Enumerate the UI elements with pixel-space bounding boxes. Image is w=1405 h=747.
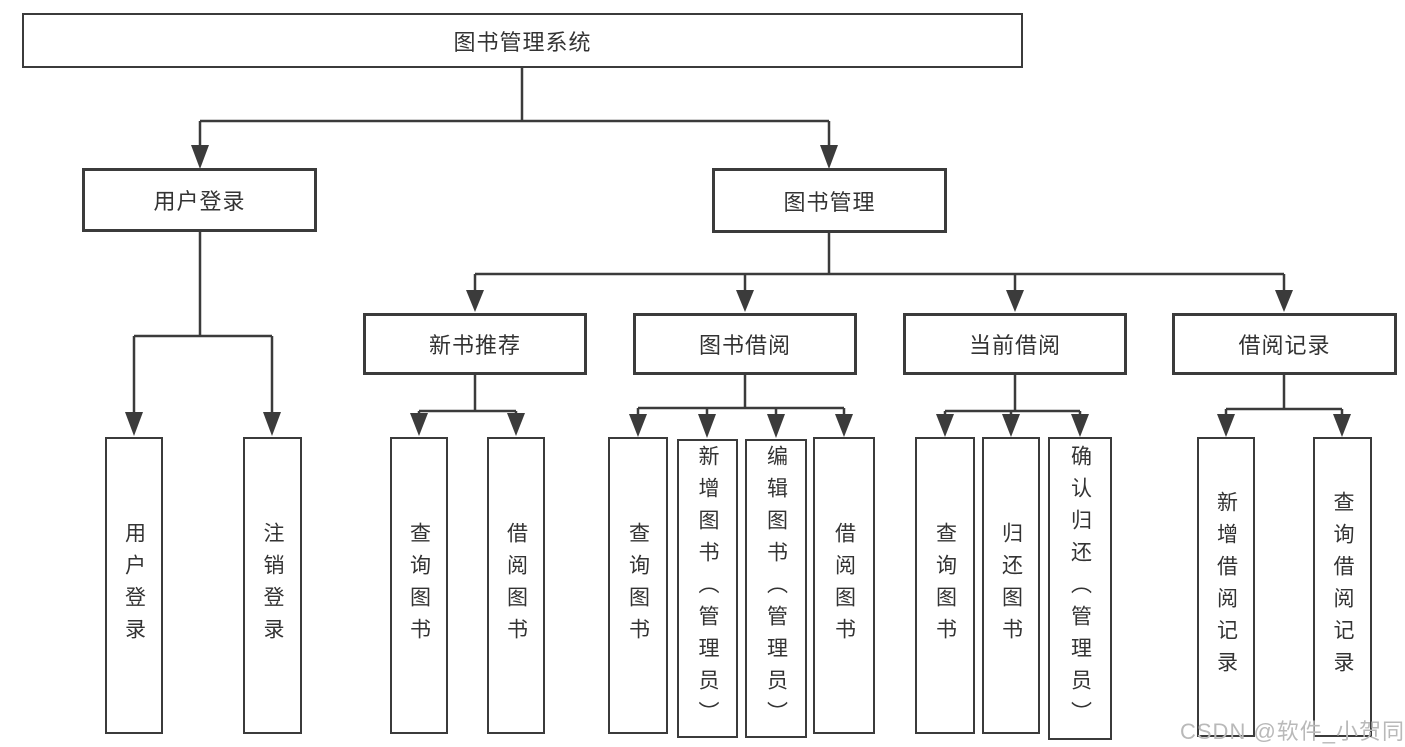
node-new-book-recommend-label: 新书推荐	[428, 333, 521, 358]
leaf-logout: 注销登录	[243, 437, 302, 734]
node-current-borrowing: 当前借阅	[903, 313, 1127, 375]
node-book-borrowing-label: 图书借阅	[698, 333, 791, 358]
node-current-borrowing-label: 当前借阅	[968, 333, 1061, 358]
leaf-query-borrow-record-label: 查询借阅记录	[1331, 491, 1354, 683]
node-borrowing-records-label: 借阅记录	[1238, 333, 1331, 358]
leaf-logout-label: 注销登录	[261, 521, 284, 650]
node-book-management-label: 图书管理	[783, 189, 876, 215]
leaf-add-books-admin: 新增图书（管理员）	[677, 439, 738, 738]
leaf-add-books-admin-label: 新增图书（管理员）	[696, 444, 719, 733]
leaf-query-books-2-label: 查询图书	[626, 521, 650, 650]
leaf-add-borrow-record-label: 新增借阅记录	[1214, 491, 1238, 683]
node-book-management: 图书管理	[712, 168, 947, 233]
leaf-borrow-books-1: 借阅图书	[487, 437, 545, 734]
node-book-borrowing: 图书借阅	[633, 313, 857, 375]
leaf-add-borrow-record: 新增借阅记录	[1197, 437, 1255, 737]
leaf-return-books: 归还图书	[982, 437, 1040, 734]
leaf-edit-books-admin-label: 编辑图书（管理员）	[764, 444, 788, 733]
leaf-confirm-return-admin-label: 确认归还（管理员）	[1068, 444, 1092, 733]
leaf-edit-books-admin: 编辑图书（管理员）	[745, 439, 807, 738]
leaf-user-login-label: 用户登录	[122, 521, 146, 650]
csdn-watermark: CSDN @软件_小贺同学	[1180, 719, 1405, 744]
leaf-return-books-label: 归还图书	[999, 521, 1023, 650]
leaf-user-login: 用户登录	[105, 437, 163, 734]
leaf-borrow-books-2-label: 借阅图书	[832, 521, 856, 650]
leaf-query-books-2: 查询图书	[608, 437, 668, 734]
leaf-query-borrow-record: 查询借阅记录	[1313, 437, 1372, 737]
leaf-borrow-books-2: 借阅图书	[813, 437, 875, 734]
node-new-book-recommend: 新书推荐	[363, 313, 587, 375]
leaf-confirm-return-admin: 确认归还（管理员）	[1048, 437, 1112, 740]
leaf-borrow-books-1-label: 借阅图书	[504, 521, 528, 650]
node-user-login: 用户登录	[82, 168, 317, 232]
leaf-query-books-3: 查询图书	[915, 437, 975, 734]
node-root-system: 图书管理系统	[22, 13, 1023, 68]
leaf-query-books-1: 查询图书	[390, 437, 448, 734]
node-root-label: 图书管理系统	[453, 29, 592, 55]
arrowheads	[125, 145, 1351, 438]
leaf-query-books-1-label: 查询图书	[407, 521, 431, 650]
leaf-query-books-3-label: 查询图书	[933, 521, 957, 650]
node-user-login-label: 用户登录	[153, 189, 246, 214]
node-borrowing-records: 借阅记录	[1172, 313, 1397, 375]
